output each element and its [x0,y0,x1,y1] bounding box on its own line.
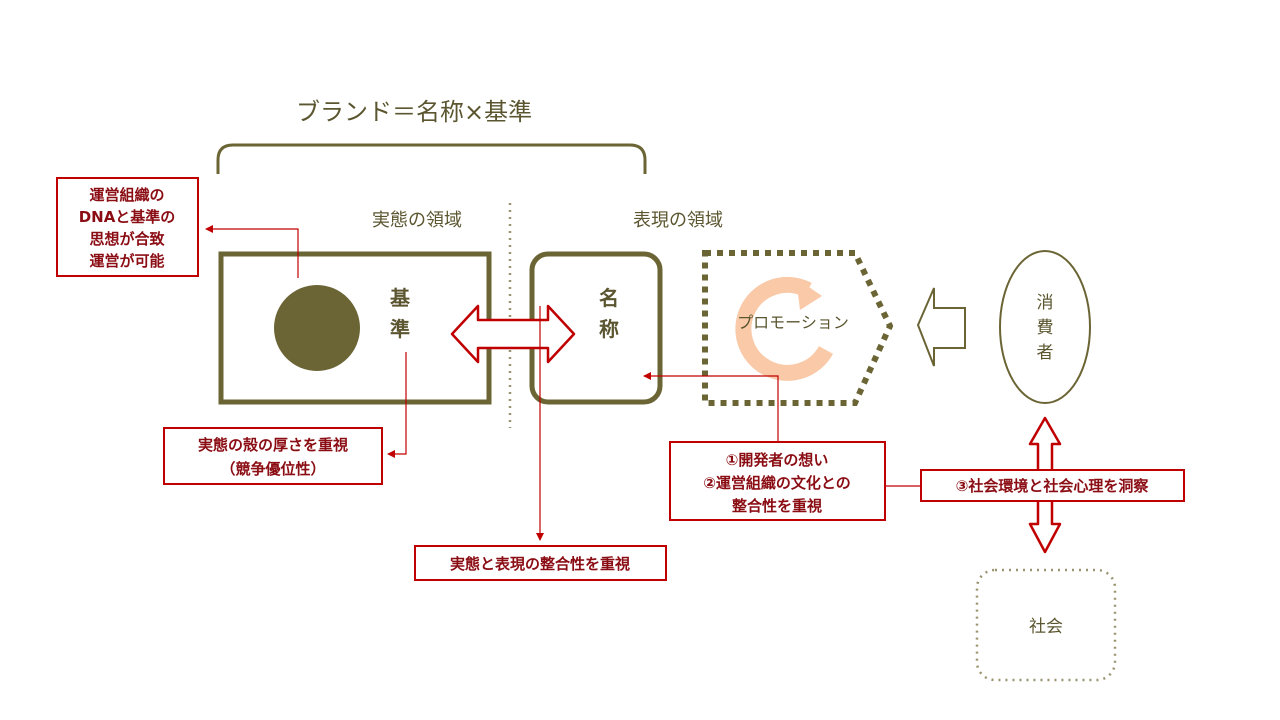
shell-connector [387,352,407,458]
social-note-text: ③社会環境と社会心理を洞察 [956,477,1150,495]
society-label: 社会 [1029,617,1063,637]
developer-connector [643,372,779,442]
dna-note-line-3: 思想が合致 [89,230,165,248]
region-substance-label: 実態の領域 [372,210,462,231]
dna-note-line-1: 運営組織の [89,186,164,204]
developer-note-box [669,441,886,521]
name-label-2: 称 [599,317,619,341]
dna-note-line-2: DNAと基準の [79,208,176,226]
consumer-label-3: 者 [1037,343,1054,363]
shell-note-line-1: 実態の殻の厚さを重視 [198,436,348,454]
developer-note-line-2: ②運営組織の文化との [703,474,851,492]
name-label-1: 名 [599,286,619,310]
circular-arrow-head [796,278,822,310]
core-circle [274,285,360,371]
consumer-label-2: 費 [1037,318,1054,338]
developer-note-line-1: ①開発者の想い [726,451,829,469]
society-box [975,568,1117,682]
standard-label-1: 基 [390,286,411,310]
standard-label-2: 準 [390,317,410,341]
consumer-ellipse [999,250,1091,404]
diagram-title: ブランド＝名称×基準 [296,98,532,126]
social-note-box [920,469,1185,502]
shell-note-box [163,427,383,485]
promotion-label: プロモーション [737,313,849,332]
region-expression-label: 表現の領域 [633,210,723,231]
promotion-shape [702,250,894,406]
consistency-note-box [414,545,667,581]
developer-note-line-3: 整合性を重視 [732,497,822,515]
title-brace [216,143,647,174]
dna-connector [205,225,299,278]
double-arrow-horizontal [450,304,576,364]
consumer-label-1: 消 [1037,293,1054,313]
consistency-note-text: 実態と表現の整合性を重視 [450,555,630,573]
left-hollow-arrow [916,287,966,367]
dna-note-box [56,177,199,277]
circular-arrow-icon [735,276,834,381]
dna-note-line-4: 運営が可能 [89,252,164,270]
shell-note-line-2: （競争優位性） [220,460,325,478]
